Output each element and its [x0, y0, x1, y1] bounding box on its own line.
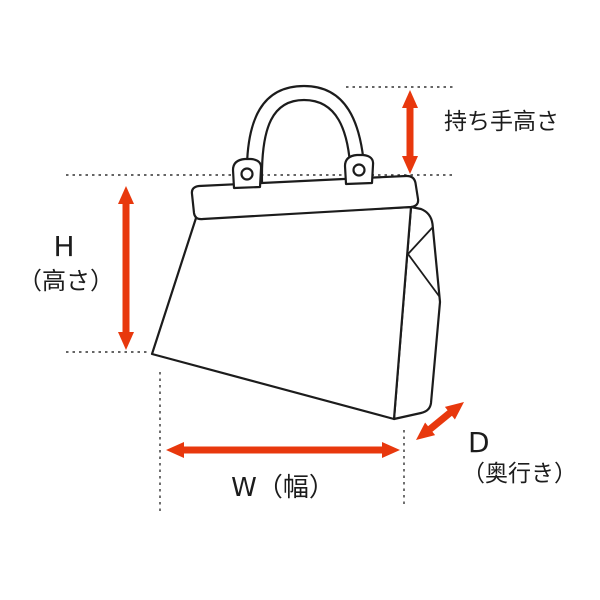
bag-side-panel — [392, 205, 442, 421]
height-label-abbr: H — [53, 230, 75, 263]
depth-label-full: （奥行き） — [462, 461, 577, 487]
width-label: W（幅） — [231, 473, 335, 503]
height-arrow — [118, 186, 134, 350]
width-arrow — [166, 442, 400, 458]
dimension-arrows — [118, 90, 464, 458]
gusset-fold-lines — [407, 227, 440, 297]
handle-height-arrow — [402, 90, 418, 174]
handle-height-label: 持ち手高さ — [444, 109, 559, 135]
handle-ring-left — [240, 167, 254, 181]
depth-label-abbr: D — [468, 426, 490, 459]
handle-ring-right — [352, 163, 366, 177]
height-label-full: （高さ） — [18, 267, 114, 295]
bag-front-face — [150, 205, 413, 421]
bag-illustration — [150, 84, 442, 421]
depth-arrow — [416, 402, 464, 440]
